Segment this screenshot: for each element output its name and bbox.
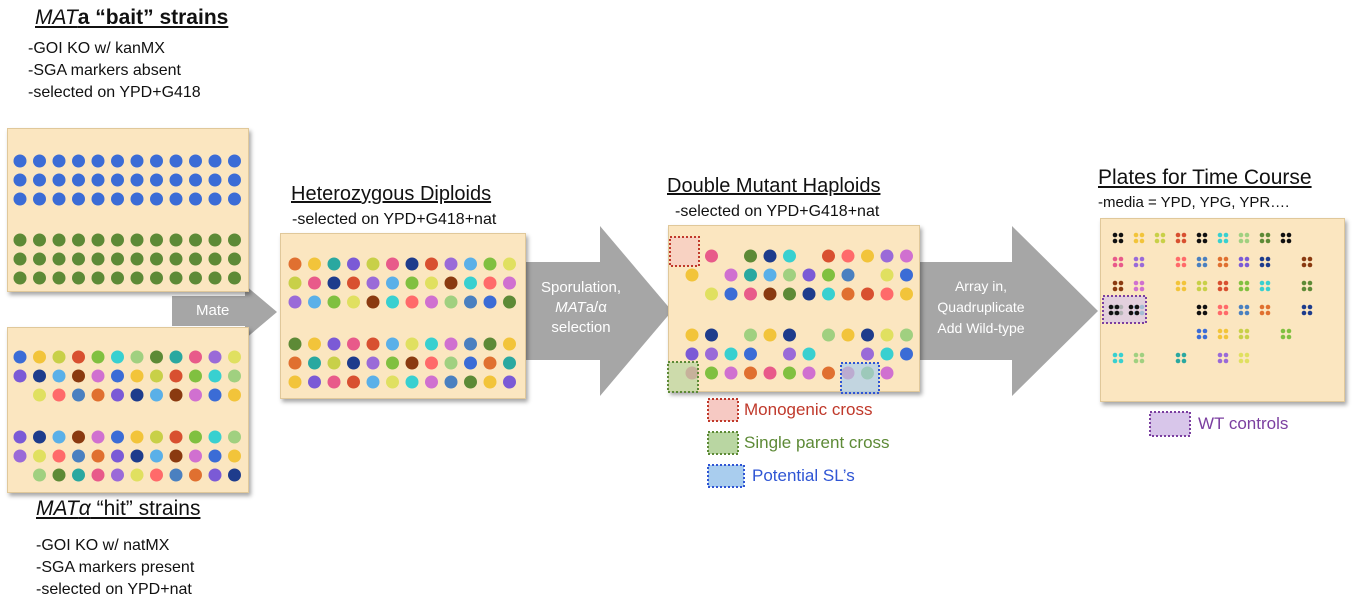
legend-box-potential-sl: [707, 464, 745, 488]
sporulation-line-2: MATa/α: [555, 299, 607, 316]
bait-line-1: -GOI KO w/ kanMX: [28, 40, 165, 57]
legend-label-monogenic: Monogenic cross: [744, 400, 873, 419]
hit-line-2: -SGA markers present: [36, 559, 195, 576]
hit-plate: [7, 327, 249, 493]
legend-box-single-parent: [707, 431, 739, 455]
array-line-2: Quadruplicate: [937, 299, 1025, 315]
bait-title: MATa “bait” strains: [35, 6, 229, 29]
sporulation-line-1: Sporulation,: [540, 279, 622, 296]
legend-label-potential-sl: Potential SL’s: [752, 466, 855, 485]
bait-plate: [7, 128, 249, 292]
sporulation-line-3: selection: [551, 319, 611, 336]
hit-line-1: -GOI KO w/ natMX: [36, 537, 170, 554]
array-arrow: [920, 226, 1098, 396]
array-line-1: Array in,: [954, 278, 1008, 294]
hit-title: MATα “hit” strains: [36, 497, 201, 520]
array-label: Array in, Quadruplicate Add Wild-type: [922, 276, 1040, 339]
sporulation-arrow: [526, 226, 672, 396]
haploids-subtitle: -selected on YPD+G418+nat: [675, 203, 880, 220]
mate-arrow: [172, 285, 277, 339]
haploid-plate: [668, 225, 920, 392]
timecourse-subtitle: -media = YPD, YPG, YPR….: [1098, 194, 1290, 211]
wt-controls-label: WT controls: [1198, 414, 1289, 433]
sporulation-label: Sporulation, MATa/α selection: [526, 278, 636, 338]
bait-line-2: -SGA markers absent: [28, 62, 181, 79]
hit-line-3: -selected on YPD+nat: [36, 581, 192, 598]
timecourse-title: Plates for Time Course: [1098, 166, 1312, 189]
legend-box-wt-controls: [1149, 411, 1191, 437]
legend-label-single-parent: Single parent cross: [744, 433, 890, 452]
legend-box-monogenic: [707, 398, 739, 422]
bait-line-3: -selected on YPD+G418: [28, 84, 201, 101]
diploids-title: Heterozygous Diploids: [291, 183, 492, 205]
array-line-3: Add Wild-type: [937, 320, 1025, 336]
timecourse-plate: [1100, 218, 1345, 402]
diploids-subtitle: -selected on YPD+G418+nat: [292, 211, 497, 228]
mate-label: Mate: [196, 302, 230, 319]
diploid-plate: [280, 233, 526, 399]
haploids-title: Double Mutant Haploids: [667, 175, 881, 197]
